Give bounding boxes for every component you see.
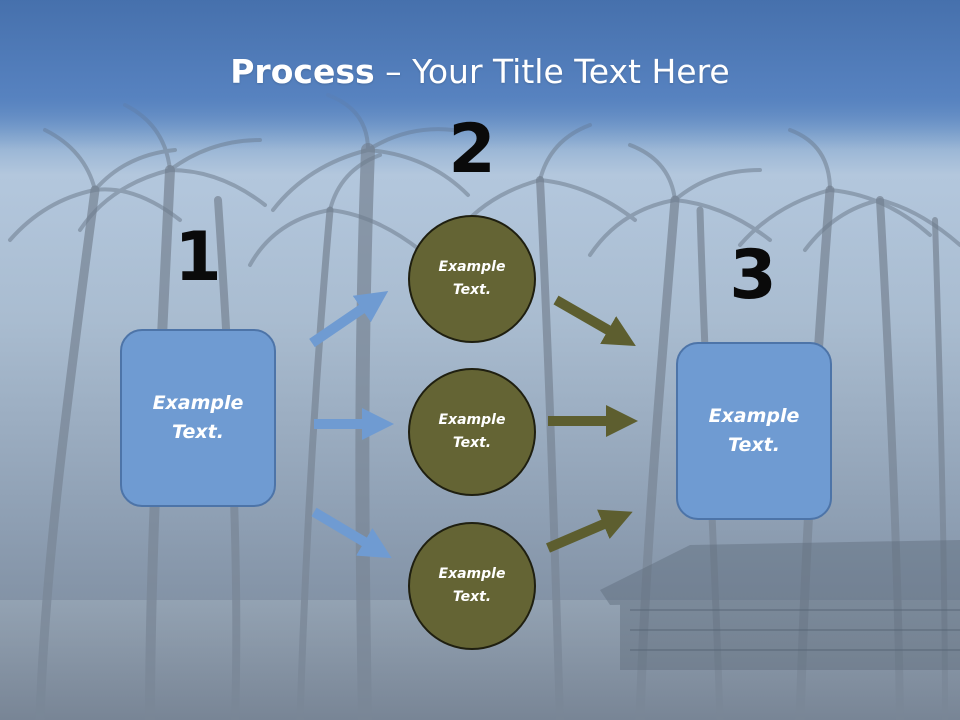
right-process-box[interactable]: Example Text. <box>676 342 832 520</box>
arrow-left-to-top <box>309 290 389 348</box>
circle-middle-text: Example Text. <box>438 412 506 451</box>
title-band <box>0 0 960 150</box>
circle-middle[interactable]: Example Text. <box>408 368 536 496</box>
circle-top[interactable]: Example Text. <box>408 215 536 343</box>
arrow-top-to-right <box>553 295 636 346</box>
slide-title: Process – Your Title Text Here <box>0 52 960 91</box>
title-bold: Process <box>230 52 375 91</box>
left-box-text: Example Text. <box>152 392 244 443</box>
circle-top-text: Example Text. <box>438 259 506 298</box>
circle-bottom-text: Example Text. <box>438 566 506 605</box>
step-number-1: 1 <box>174 218 222 297</box>
right-box-text: Example Text. <box>708 405 800 456</box>
step-number-2: 2 <box>448 110 496 189</box>
arrow-bottom-to-right <box>546 509 633 553</box>
left-process-box[interactable]: Example Text. <box>120 329 276 507</box>
arrow-left-to-bottom <box>311 507 392 559</box>
title-rest: – Your Title Text Here <box>374 52 730 91</box>
step-number-3: 3 <box>729 236 777 315</box>
circle-bottom[interactable]: Example Text. <box>408 522 536 650</box>
